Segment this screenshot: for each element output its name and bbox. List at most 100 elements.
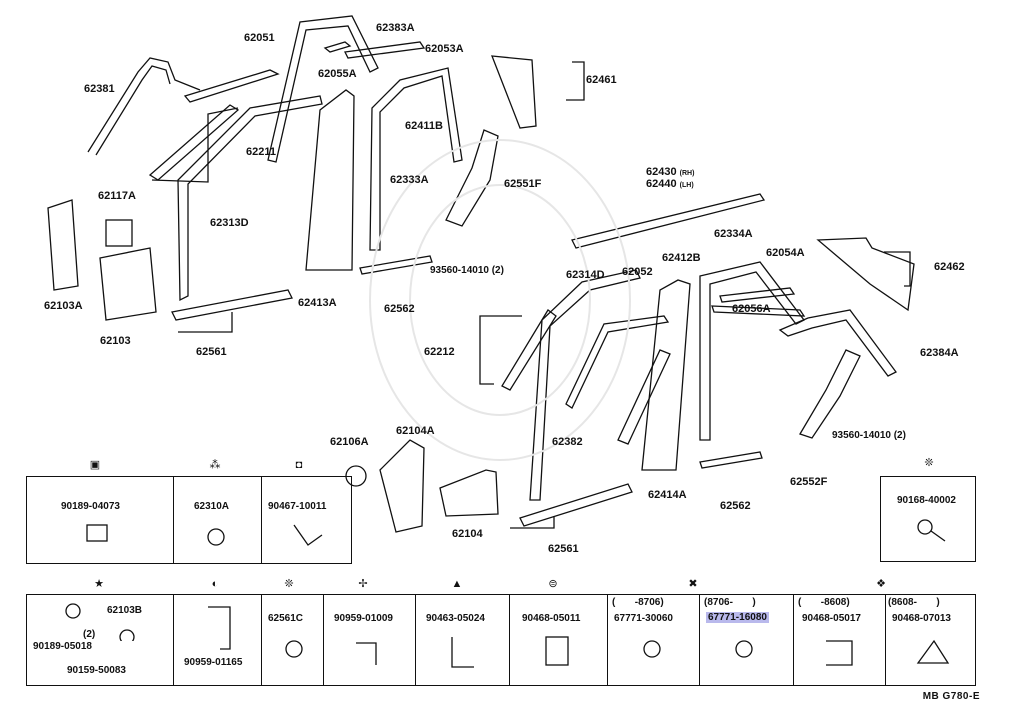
flower-icon: ❊ [284, 578, 294, 590]
callout-62430: 62430 (RH) [646, 166, 694, 180]
half-circle-icon: ◐ [211, 578, 219, 590]
callout-62384A: 62384A [920, 347, 959, 359]
bottom-part-1: 62103B [107, 605, 143, 616]
top-part-2: 62310A [194, 501, 230, 512]
callout-62413A: 62413A [298, 297, 337, 309]
rh-note: (RH) [679, 170, 695, 177]
callout-62212: 62212 [424, 346, 455, 358]
clip-drawing-5 [451, 637, 474, 668]
fastener-box-side: 90168-40002 [880, 476, 976, 562]
bottom-part-2: 90959-01165 [184, 657, 243, 668]
star-icon: ★ [94, 578, 104, 590]
pin-drawing [65, 603, 135, 641]
callout-62313D: 62313D [210, 217, 249, 229]
callout-62334A: 62334A [714, 228, 753, 240]
callout-62412B: 62412B [662, 252, 701, 264]
cross-icon: ✢ [358, 578, 368, 590]
fastener-table-top: 90189-04073 62310A 90467-10011 [26, 476, 352, 564]
callout-62414A: 62414A [648, 489, 687, 501]
bottom-cell-10: (8608- ) 90468-07013 [885, 595, 977, 685]
clip-drawing-4 [356, 642, 377, 665]
fastener-drawing-8 [735, 640, 753, 658]
callout-62382: 62382 [552, 436, 583, 448]
x-clip-icon: ✖ [688, 578, 698, 590]
bottom-cell-1: 62103B 90189-05018 (2) 90159-50083 [27, 595, 173, 685]
callout-62440: 62440 (LH) [646, 178, 694, 192]
diagram-reference: MB G780-E [922, 691, 980, 702]
callout-62411B: 62411B [405, 120, 443, 132]
top-cell-3: 90467-10011 [261, 477, 353, 563]
clip-drawing-10 [916, 639, 950, 664]
bottom-cell-6: 90468-05011 [509, 595, 607, 685]
screw-drawing [917, 519, 946, 542]
bottom-part-1-qty: (2) [83, 629, 96, 640]
callout-62430-number: 62430 [646, 166, 677, 178]
callout-62054A: 62054A [766, 247, 805, 259]
callout-62104A: 62104A [396, 425, 435, 437]
callout-62211: 62211 [246, 146, 276, 158]
callout-62314D: 62314D [566, 269, 605, 281]
bottom-part-10: 90468-07013 [892, 613, 951, 624]
bottom-cell-3: 62561C [261, 595, 323, 685]
callout-62561-a: 62561 [196, 346, 227, 358]
bracket-drawing [208, 606, 231, 650]
bottom-cell-7: ( -8706) 67771-30060 [607, 595, 699, 685]
top-cell-1: 90189-04073 [27, 477, 173, 563]
clip-drawing-2 [207, 528, 225, 546]
callout-62383A: 62383A [376, 22, 415, 34]
callout-62055A: 62055A [318, 68, 357, 80]
bottom-part-9: 90468-05017 [802, 613, 861, 624]
bottom-part-8-highlighted[interactable]: 67771-16080 [706, 612, 769, 623]
bottom-part-1c: 90159-50083 [67, 665, 126, 676]
diamond-clip-icon: ❖ [876, 578, 886, 590]
box-clip-icon: ◘ [295, 459, 303, 471]
gear-clip-icon: ⊜ [548, 578, 558, 590]
callout-62052: 62052 [622, 266, 653, 278]
callout-62106A: 62106A [330, 436, 369, 448]
callout-62561-b: 62561 [548, 543, 579, 555]
bottom-range-9: ( -8608) [798, 597, 850, 608]
callout-93560-a: 93560-14010 (2) [430, 265, 504, 276]
bottom-range-10: (8608- ) [888, 597, 940, 608]
callout-62104: 62104 [452, 528, 483, 540]
callout-62381: 62381 [84, 83, 115, 95]
clip-drawing-6 [545, 636, 569, 666]
callout-93560-b: 93560-14010 (2) [832, 430, 906, 441]
clip-drawing-3 [293, 524, 323, 546]
bottom-part-7: 67771-30060 [614, 613, 673, 624]
bottom-part-1b: 90189-05018 [33, 641, 92, 652]
lh-note: (LH) [679, 182, 694, 189]
bottom-range-7: ( -8706) [612, 597, 664, 608]
plug-drawing [285, 640, 303, 658]
bottom-part-5: 90463-05024 [426, 613, 485, 624]
callout-62103A: 62103A [44, 300, 83, 312]
star-burst-icon: ❊ [924, 457, 934, 469]
callout-62056A: 62056A [732, 303, 771, 315]
bottom-part-3: 62561C [268, 613, 304, 624]
bottom-range-8: (8706- ) [704, 597, 756, 608]
clip-drawing-1 [86, 524, 108, 542]
bottom-cell-8: (8706- ) 67771-16080 [699, 595, 793, 685]
bottom-cell-2: 90959-01165 [173, 595, 261, 685]
callout-62051: 62051 [244, 32, 275, 44]
bottom-cell-4: 90959-01009 [323, 595, 415, 685]
fastener-table-bottom: 62103B 90189-05018 (2) 90159-50083 90959… [26, 594, 976, 686]
callout-62103: 62103 [100, 335, 131, 347]
square-clip-icon: ▣ [89, 459, 101, 471]
triple-dot-icon: ⁂ [209, 459, 221, 471]
bottom-part-4: 90959-01009 [334, 613, 393, 624]
triangle-icon: ▲ [451, 578, 463, 590]
callout-62461: 62461 [586, 74, 617, 86]
callout-62562-a: 62562 [384, 303, 415, 315]
top-cell-2: 62310A [173, 477, 261, 563]
callout-62053A: 62053A [425, 43, 464, 55]
bottom-cell-9: ( -8608) 90468-05017 [793, 595, 885, 685]
callout-62462: 62462 [934, 261, 965, 273]
top-part-1: 90189-04073 [61, 501, 120, 512]
callout-62333A: 62333A [390, 174, 429, 186]
callout-62551F: 62551F [504, 178, 542, 190]
top-part-3: 90467-10011 [268, 501, 327, 512]
clip-drawing-9 [826, 640, 853, 666]
